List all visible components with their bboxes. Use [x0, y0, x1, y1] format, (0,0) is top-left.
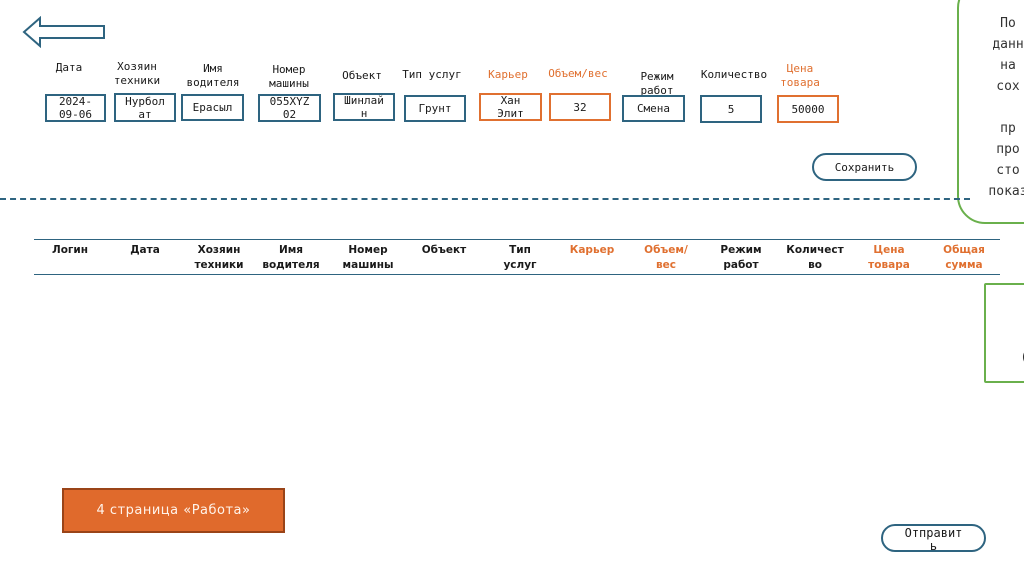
note-line: про	[996, 142, 1020, 157]
table-header-cell: Номер машины	[342, 244, 394, 271]
table-header-cell: Объем/ вес	[644, 244, 688, 271]
table-header-cell: Карьер	[569, 244, 615, 256]
arrow-left-icon	[22, 15, 105, 49]
plate-field[interactable]: 055XYZ 02	[258, 94, 321, 122]
date-field[interactable]: 2024- 09-06	[45, 94, 106, 122]
save-button[interactable]: Сохранить	[812, 153, 917, 181]
quarry-field[interactable]: Хан Элит	[479, 93, 542, 121]
service-field[interactable]: Грунт	[404, 95, 466, 122]
note-box-top	[957, 0, 1024, 224]
quantity-field[interactable]: 5	[700, 95, 762, 123]
note-line: на	[1000, 58, 1016, 73]
table-header-cell: Количест во	[786, 244, 844, 271]
table-header-cell: Имя водителя	[262, 244, 320, 271]
object-field[interactable]: Шинлай н	[333, 93, 395, 121]
back-arrow-button[interactable]	[22, 15, 106, 49]
table-header-cell: Объект	[421, 244, 467, 256]
label-mode: Режим работ	[640, 70, 674, 97]
label-object: Объект	[342, 69, 382, 82]
note-line	[978, 97, 1024, 118]
label-volume: Объем/вес	[548, 67, 608, 80]
table-header-cell: Логин	[51, 244, 89, 256]
price-field[interactable]: 50000	[777, 95, 839, 123]
note-line: (Ко	[1002, 348, 1024, 367]
note-line: а	[1002, 329, 1024, 348]
note-line: данн	[992, 37, 1024, 52]
mode-field[interactable]: Смена	[622, 95, 685, 122]
note-text-top: По данн на сох пр про сто показ	[978, 13, 1024, 202]
note-line	[1002, 310, 1024, 329]
table-header-cell: Общая сумма	[943, 244, 985, 271]
note-line: показ	[988, 184, 1024, 199]
note-line: сто	[996, 163, 1020, 178]
table-header-cell: Режим работ	[720, 244, 762, 271]
label-price: Цена товара	[780, 62, 820, 89]
page-badge: 4 страница «Работа»	[62, 488, 285, 533]
table-header-cell: Дата	[130, 244, 160, 256]
label-owner: Хозяин техники	[113, 60, 161, 87]
driver-field[interactable]: Ерасыл	[181, 94, 244, 121]
table-top-border	[34, 239, 1000, 240]
label-quantity: Количество	[700, 68, 768, 81]
send-button[interactable]: Отправит ь	[881, 524, 986, 553]
label-quarry: Карьер	[488, 68, 528, 81]
section-divider	[0, 198, 970, 200]
note-line: По	[1000, 16, 1016, 31]
label-date: Дата	[55, 61, 83, 74]
note-line: пр	[1000, 121, 1016, 136]
table-bottom-border	[34, 274, 1000, 275]
table-header-cell: Цена товара	[868, 244, 910, 271]
owner-field[interactable]: Нурбол ат	[114, 93, 176, 122]
table-header-cell: Тип услуг	[503, 244, 537, 271]
note-line: сох	[996, 79, 1020, 94]
volume-field[interactable]: 32	[549, 93, 611, 121]
label-driver: Имя водителя	[186, 62, 240, 89]
table-header-cell: Хозяин техники	[194, 244, 244, 271]
label-service: Тип услуг	[402, 68, 462, 81]
note-box-bottom	[984, 283, 1024, 383]
label-plate: Номер машины	[269, 63, 309, 90]
note-text-bottom: а(Ко	[1002, 310, 1024, 367]
